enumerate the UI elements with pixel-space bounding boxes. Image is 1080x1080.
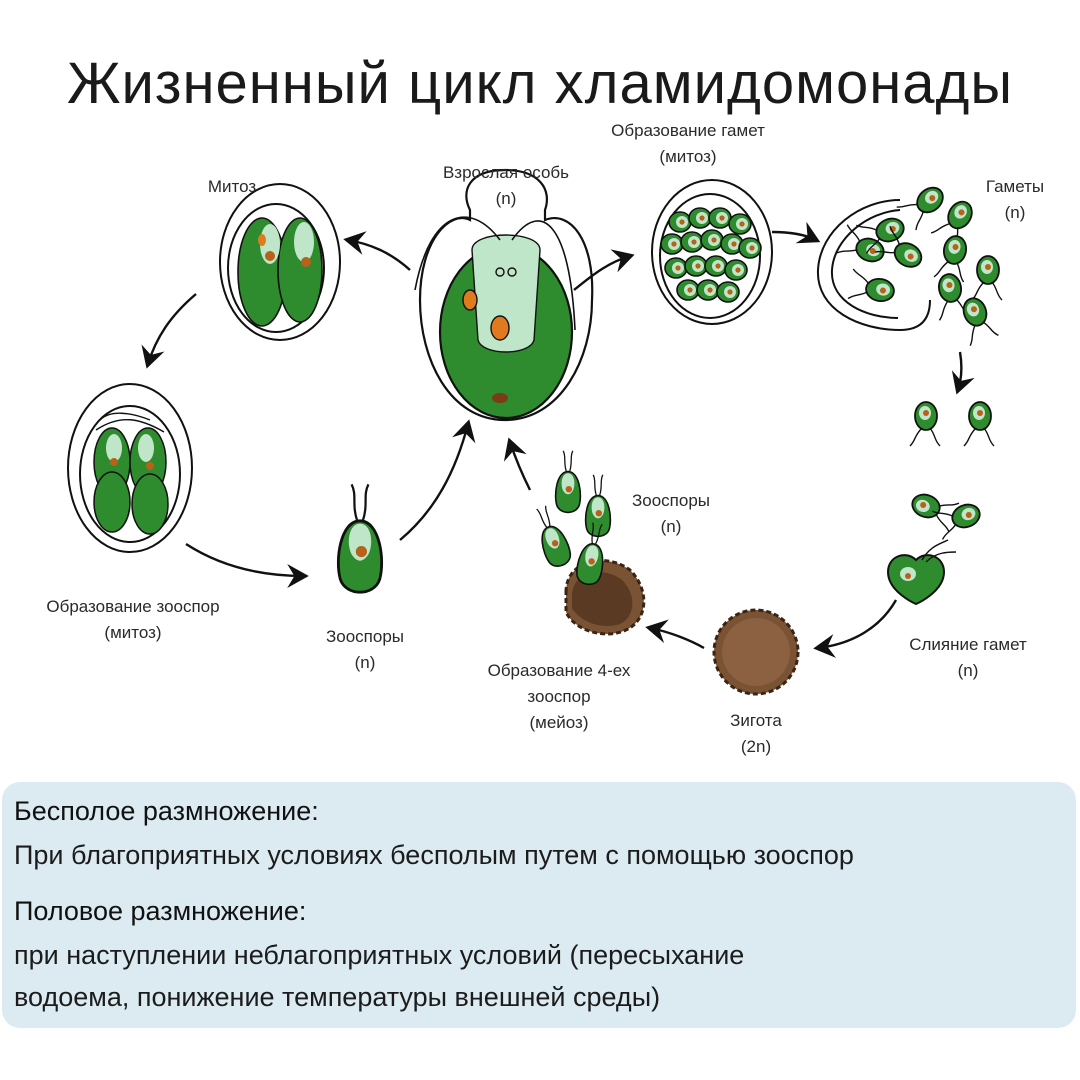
adult-cell-illustration	[414, 168, 594, 422]
cycle-arrows	[141, 221, 975, 658]
label-gametes: Гаметы (n)	[985, 177, 1045, 222]
arrow-zygote-to-meiosis	[645, 619, 705, 650]
arrow-meiosis-to-adult	[503, 437, 532, 491]
info-panel: Бесполое размножение: При благоприятных …	[2, 782, 1076, 1028]
asexual-text: При благоприятных условиях бесполым путе…	[14, 840, 854, 870]
arrow-fusion-to-zygote	[813, 599, 898, 658]
label-four-zoospores: Образование 4-ех зооспор (мейоз)	[487, 661, 631, 732]
zoospore-formation-illustration	[67, 383, 193, 553]
label-gamete-fusion: Слияние гамет (n)	[909, 635, 1027, 680]
meiosis-illustration	[528, 449, 646, 636]
arrow-zoospores-to-adult	[399, 419, 476, 541]
gametes-illustration	[816, 177, 1003, 347]
label-adult: Взрослая особь (n)	[442, 163, 570, 208]
zoospore-illustration-left	[336, 482, 384, 594]
asexual-heading: Бесполое размножение:	[14, 796, 319, 826]
label-zoospores-left: Зооспоры (n)	[325, 627, 404, 672]
label-zygote: Зигота (2n)	[730, 711, 782, 756]
page-title: Жизненный цикл хламидомонады	[66, 51, 1014, 116]
arrow-adult-to-gamete-formation	[573, 249, 635, 291]
arrow-formation-to-zoospores	[185, 542, 309, 588]
sexual-text-line-1: при наступлении неблагоприятных условий …	[14, 940, 745, 970]
gamete-formation-illustration	[651, 179, 773, 325]
label-mitosis: Митоз	[207, 177, 257, 196]
life-cycle-diagram	[67, 168, 1003, 696]
arrow-gametes-to-pairing	[951, 351, 975, 395]
arrow-adult-to-mitosis	[343, 231, 411, 271]
pairing-gametes-illustration	[906, 401, 995, 541]
sexual-text-line-2: водоема, понижение температуры внешней с…	[14, 982, 661, 1012]
label-zoospores-right: Зооспоры (n)	[631, 491, 710, 536]
arrow-mitosis-to-zoospore-formation	[141, 293, 197, 369]
zygote-illustration	[712, 608, 800, 696]
fused-gametes-illustration	[886, 539, 957, 606]
label-gamete-formation: Образование гамет (митоз)	[611, 121, 765, 166]
mitosis-cell-illustration	[219, 183, 341, 341]
label-zoospore-formation: Образование зооспор (митоз)	[46, 597, 220, 642]
arrow-gamete-formation-to-gametes	[771, 221, 821, 244]
sexual-heading: Половое размножение:	[14, 896, 307, 926]
